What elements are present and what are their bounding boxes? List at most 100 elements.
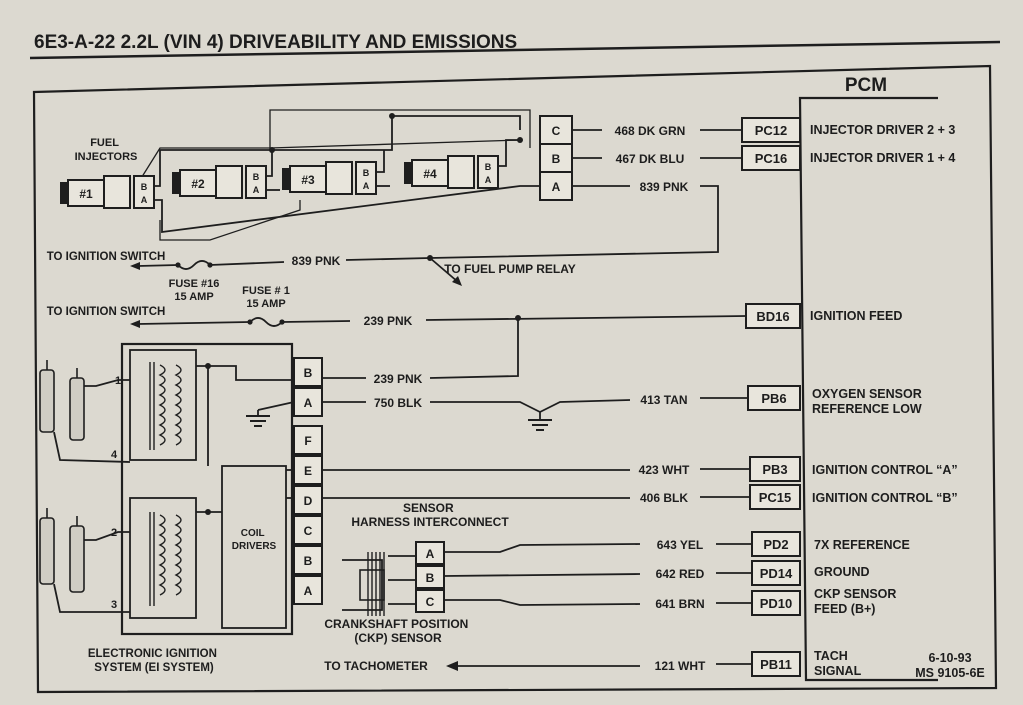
ckp-sensor: SENSOR HARNESS INTERCONNECT A B C CRANKS… bbox=[324, 501, 509, 645]
ckp-pin-c: C bbox=[426, 595, 435, 609]
injector-2-pin-b: B bbox=[253, 172, 260, 182]
ei-system-module: COIL DRIVERS bbox=[120, 342, 295, 636]
injector-1-label: #1 bbox=[79, 187, 93, 201]
pcm-function-label: OXYGEN SENSOR REFERENCE LOW bbox=[812, 387, 925, 416]
injector-wire-3 bbox=[376, 150, 385, 173]
injector-1-pin-b: B bbox=[141, 182, 148, 192]
arrow-left-icon bbox=[446, 661, 458, 671]
wire-label: 468 DK GRN bbox=[615, 124, 686, 138]
wire-label: 643 YEL bbox=[657, 538, 703, 552]
wire-row-pc15: 406 BLK PC15 IGNITION CONTROL “B” bbox=[322, 484, 958, 510]
injector-3-pin-a: A bbox=[363, 181, 370, 191]
coil-number-3: 3 bbox=[111, 599, 117, 611]
wire-row-pb6: 413 TAN PB6 OXYGEN SENSOR REFERENCE LOW bbox=[640, 385, 925, 416]
pcm-function-label: IGNITION FEED bbox=[810, 309, 902, 323]
wire-row-pb11: 121 WHT PB11 TACH SIGNAL bbox=[446, 649, 862, 678]
pcm-function-label: IGNITION CONTROL “B” bbox=[812, 491, 958, 505]
wire-label: 423 WHT bbox=[639, 463, 690, 477]
ei-system-label-text-line2: SYSTEM (EI SYSTEM) bbox=[94, 662, 214, 674]
injector-wire-2 bbox=[266, 150, 273, 177]
wire-label: 750 BLK bbox=[374, 396, 422, 410]
fuel-injectors-group: FUEL INJECTORS #1 B A #2 B A bbox=[60, 109, 573, 241]
ei-connector: B A F E D C B A bbox=[293, 357, 323, 605]
to-fuel-pump-relay-label: TO FUEL PUMP RELAY bbox=[444, 262, 576, 276]
coil-drivers-label: COIL DRIVERS bbox=[232, 528, 277, 552]
wire-label: 839 PNK bbox=[640, 180, 689, 194]
pcm-function-label: GROUND bbox=[814, 565, 870, 579]
fuse-16-rating: 15 AMP bbox=[174, 291, 213, 303]
injector-connector-pin-c: C bbox=[552, 124, 561, 138]
junction-dot bbox=[517, 137, 523, 143]
wire-row-750-blk: 750 BLK bbox=[322, 396, 631, 431]
pcm-label: PCM bbox=[845, 75, 887, 96]
spark-plugs: 1 4 2 3 bbox=[39, 360, 131, 613]
pcm-function-label-text: TACH bbox=[814, 649, 848, 663]
ckp-sensor-label-text-line2: (CKP) SENSOR bbox=[354, 631, 442, 645]
injector-wire-4 bbox=[498, 139, 520, 167]
wire-row-pc16: 467 DK BLU PC16 INJECTOR DRIVER 1 + 4 bbox=[572, 145, 955, 171]
ckp-pin-a: A bbox=[426, 547, 435, 561]
pcm-pin-label: PC15 bbox=[759, 490, 792, 505]
fuel-injectors-label-text: FUEL bbox=[90, 137, 119, 149]
wire-label: 239 PNK bbox=[364, 314, 413, 328]
injector-wire-1 bbox=[154, 115, 521, 187]
injector-connector: C B A bbox=[539, 115, 573, 201]
pcm-function-label: TACH SIGNAL bbox=[814, 649, 862, 678]
injector-2: #2 B A bbox=[172, 165, 267, 199]
plug-wire-3 bbox=[53, 583, 130, 613]
injector-harness-lower bbox=[159, 200, 301, 241]
coil-pack-upper bbox=[129, 349, 197, 461]
coil-number-4: 4 bbox=[111, 449, 118, 461]
injector-harness-mid bbox=[269, 139, 521, 149]
wire-row-839-pnk-switch: 839 PNK bbox=[130, 254, 462, 286]
coil-number-1: 1 bbox=[115, 375, 121, 387]
plug-wire-4 bbox=[53, 431, 131, 463]
date-label: 6-10-93 bbox=[928, 651, 971, 665]
ckp-sensor-label: CRANKSHAFT POSITION (CKP) SENSOR bbox=[324, 617, 471, 645]
arrow-down-right-icon bbox=[452, 276, 462, 286]
pcm-pin-box bbox=[751, 531, 801, 557]
ms-code-label: MS 9105-6E bbox=[915, 666, 984, 680]
injector-2-label: #2 bbox=[191, 177, 205, 191]
fuse-1-rating: 15 AMP bbox=[246, 298, 285, 310]
pcm-pin-label: PC12 bbox=[755, 123, 788, 138]
pcm-pin-label: PD14 bbox=[760, 566, 793, 581]
ei-pin-b2: B bbox=[304, 554, 313, 568]
injector-3-label: #3 bbox=[301, 173, 315, 187]
pcm-function-label-text-line2: REFERENCE LOW bbox=[812, 402, 922, 416]
sensor-harness-label-text: SENSOR bbox=[403, 501, 454, 515]
pcm-pin-box bbox=[741, 117, 801, 143]
junction-dot bbox=[389, 113, 395, 119]
injector-4-pin-b: B bbox=[485, 162, 492, 172]
coil-pack-lower bbox=[129, 497, 197, 619]
pcm-pin-box bbox=[747, 385, 801, 411]
fuse-16-label: FUSE #16 bbox=[169, 278, 220, 290]
injector-connector-pin-a: A bbox=[552, 180, 561, 194]
wire-label: 406 BLK bbox=[640, 491, 688, 505]
fuse-1-symbol bbox=[249, 317, 283, 327]
wire-label: 642 RED bbox=[656, 567, 705, 581]
pcm-pin-label: PD10 bbox=[760, 596, 793, 611]
injector-1: #1 B A bbox=[60, 175, 155, 209]
injector-wire-5 bbox=[154, 185, 540, 234]
pcm-function-label-text-line2: FEED (B+) bbox=[814, 602, 875, 616]
pcm-pin-label: BD16 bbox=[756, 309, 789, 324]
header-rule bbox=[29, 40, 1001, 60]
wire-row-pd10: 641 BRN PD10 CKP SENSOR FEED (B+) bbox=[444, 587, 896, 616]
wire-label: 413 TAN bbox=[640, 393, 687, 407]
injector-3: #3 B A bbox=[282, 161, 377, 195]
pcm-pin-box bbox=[751, 651, 801, 677]
pcm-pin-label: PB11 bbox=[760, 657, 792, 672]
plug-wire-2 bbox=[84, 531, 130, 541]
wire-label: 239 PNK bbox=[374, 372, 423, 386]
fuse-16-symbol bbox=[177, 260, 211, 270]
coil-drivers-label-text-line2: DRIVERS bbox=[232, 541, 277, 552]
arrow-left-icon bbox=[130, 262, 140, 270]
injector-3-pin-b: B bbox=[363, 168, 370, 178]
pcm-pin-box bbox=[741, 145, 801, 171]
injector-harness-outline bbox=[139, 109, 531, 181]
junction-dot bbox=[269, 147, 275, 153]
ei-pin-a2: A bbox=[304, 584, 313, 598]
wire-row-pb3: 423 WHT PB3 IGNITION CONTROL “A” bbox=[322, 456, 958, 482]
wire-label: 641 BRN bbox=[655, 597, 704, 611]
